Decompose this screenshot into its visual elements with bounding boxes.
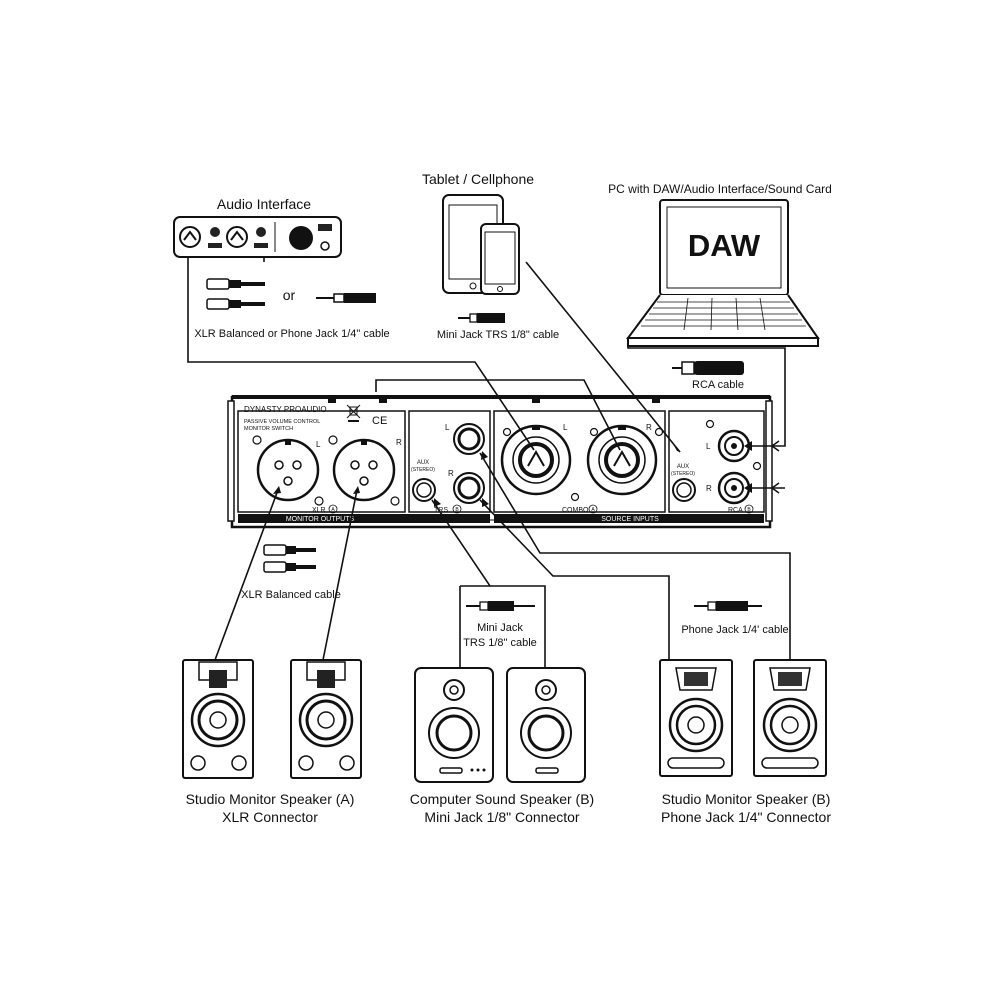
monitor-outputs-label: MONITOR OUTPUTS	[286, 516, 355, 523]
knob-icon	[208, 227, 222, 248]
monitor-switch-device: DYNASTY PROAUDIO PASSIVE VOLUME CONTROL …	[227, 395, 773, 529]
wire-tablet-aux	[525, 261, 681, 453]
wire-pc-rca-top	[627, 346, 786, 447]
phone-jack-cable-label: Phone Jack 1/4' cable	[681, 624, 788, 636]
combo-r-label: R	[646, 423, 652, 432]
mini-jack-bottom-label-2: TRS 1/8" cable	[463, 637, 537, 649]
wire-xlr-right-speaker	[322, 489, 358, 661]
wire-trs-right	[459, 452, 791, 668]
main-knob-icon	[289, 226, 313, 250]
source-inputs-label: SOURCE INPUTS	[601, 516, 659, 523]
studio-monitor-a-left	[182, 659, 254, 779]
trs-b-label: B	[455, 507, 459, 513]
rca-section-label: RCA	[728, 507, 743, 514]
xlr-l-label: L	[316, 440, 321, 449]
xlr-output-right[interactable]	[332, 438, 396, 502]
xlr-or-phone-cable-label: XLR Balanced or Phone Jack 1/4" cable	[194, 328, 389, 340]
xlr-r-label: R	[396, 438, 402, 447]
rca-aux-label: AUX	[677, 464, 689, 470]
trs-section-label: TRS	[434, 507, 448, 514]
wire-interface-combo-left	[187, 257, 535, 451]
screw-icon	[252, 435, 400, 506]
computer-b-label-2: Mini Jack 1/8" Connector	[424, 809, 579, 825]
jack-icon	[320, 241, 330, 251]
phone-jack-cable-icon	[694, 601, 762, 611]
pc-laptop: PC with DAW/Audio Interface/Sound Card D…	[608, 182, 832, 347]
phone-jack-cable-icon	[316, 293, 376, 303]
rca-cable-label: RCA cable	[692, 379, 744, 391]
wire-xlr-left-speaker	[214, 489, 279, 661]
rca-input-left[interactable]	[717, 429, 751, 463]
trs-l-label: L	[445, 423, 450, 432]
studio-b-label-1: Studio Monitor Speaker (B)	[662, 791, 831, 807]
pc-label: PC with DAW/Audio Interface/Sound Card	[608, 182, 832, 196]
xlr-a-label: A	[331, 507, 335, 513]
audio-interface: Audio Interface	[173, 196, 342, 258]
combo-a-label: A	[591, 507, 595, 513]
trs-aux-label: AUX	[417, 460, 429, 466]
computer-speaker-right	[506, 667, 586, 783]
computer-speaker-left	[414, 667, 494, 783]
knob-icon	[254, 227, 268, 248]
combo-input-right[interactable]	[586, 424, 658, 496]
tablet-label: Tablet / Cellphone	[422, 171, 534, 187]
mini-jack-bottom-cable-icon	[466, 601, 535, 611]
aux-input-jack[interactable]	[672, 478, 696, 502]
trs-output-right-jack[interactable]	[453, 472, 485, 504]
daw-screen-text: DAW	[688, 228, 761, 263]
combo-l-label: L	[563, 423, 568, 432]
aux-output-jack[interactable]	[412, 478, 436, 502]
studio-monitor-b-right	[753, 659, 827, 777]
device-line1: PASSIVE VOLUME CONTROL	[244, 419, 320, 425]
trs-r-label: R	[448, 469, 454, 478]
studio-a-label-1: Studio Monitor Speaker (A)	[186, 791, 355, 807]
mini-jack-cable-icon	[458, 313, 505, 323]
rca-cable-icon	[672, 361, 744, 375]
mini-trs-top-label: Mini Jack TRS 1/8" cable	[437, 329, 559, 341]
screw-icon	[705, 419, 762, 471]
rca-b-label: B	[747, 507, 751, 513]
audio-interface-label: Audio Interface	[217, 196, 311, 212]
rca-l-label: L	[706, 442, 711, 451]
rca-aux-stereo-label: (STEREO)	[671, 471, 695, 477]
studio-monitor-b-left	[659, 659, 733, 777]
xlr-section-label: XLR	[312, 507, 326, 514]
or-text: or	[283, 287, 296, 303]
xlr-balanced-label: XLR Balanced cable	[241, 589, 341, 601]
xlr-balanced-cable-icon	[263, 544, 316, 573]
brand-label: DYNASTY PROAUDIO	[244, 405, 327, 414]
studio-a-label-2: XLR Connector	[222, 809, 318, 825]
combo-input-left[interactable]	[500, 424, 572, 496]
screw-icon	[502, 427, 664, 502]
weee-bin-icon	[346, 404, 361, 422]
computer-b-label-1: Computer Sound Speaker (B)	[410, 791, 594, 807]
combo-section-label: COMBO	[562, 507, 589, 514]
xlr-combo-icon	[179, 226, 201, 248]
trs-aux-stereo-label: (STEREO)	[411, 467, 435, 473]
wire-interface-combo-right	[263, 257, 621, 451]
studio-monitor-a-right	[290, 659, 362, 779]
trs-output-left-jack[interactable]	[453, 423, 485, 455]
ce-mark: CE	[372, 415, 387, 427]
rca-input-right[interactable]	[717, 471, 751, 505]
xlr-output-left[interactable]	[256, 438, 320, 502]
tablet-cellphone: Tablet / Cellphone	[422, 171, 534, 295]
mini-jack-bottom-label-1: Mini Jack	[477, 622, 523, 634]
rca-r-label: R	[706, 484, 712, 493]
wire-trs-left	[431, 499, 546, 668]
xlr-cable-icon	[206, 278, 265, 310]
wire-trs-studio-b	[479, 499, 670, 660]
device-line2: MONITOR SWITCH	[244, 426, 293, 432]
connection-wires	[187, 257, 791, 668]
studio-b-label-2: Phone Jack 1/4" Connector	[661, 809, 831, 825]
xlr-combo-icon	[226, 226, 248, 248]
